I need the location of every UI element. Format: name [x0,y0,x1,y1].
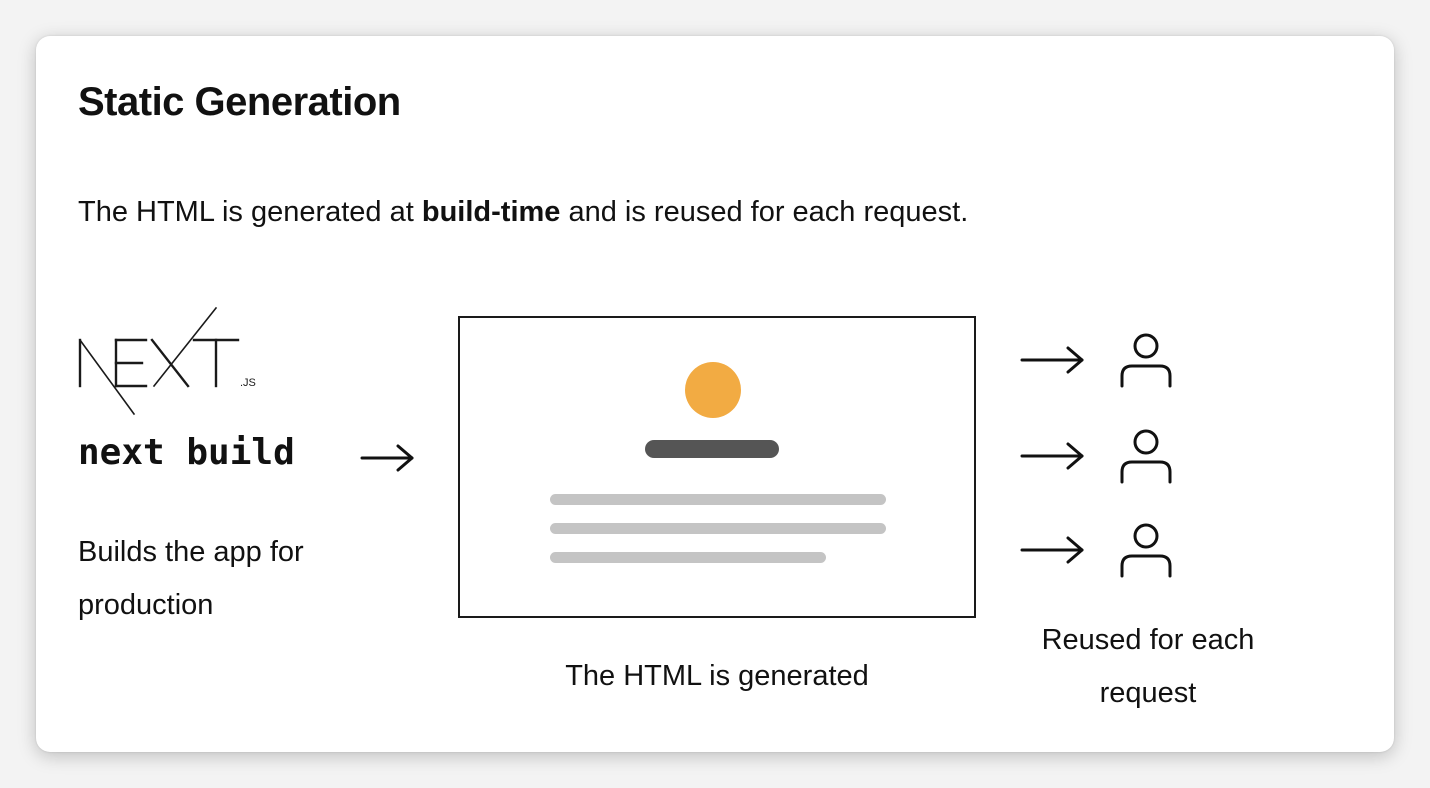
nextjs-logo-wordmark [78,306,240,416]
build-description: Builds the app for production [78,536,304,621]
intro-text-bold: build-time [421,196,561,228]
page-text-line [550,552,826,563]
intro-text: The HTML is generated at build-time and … [78,196,968,229]
page-avatar-circle [685,362,741,418]
request-arrow-icon [1020,442,1084,470]
user-icon [1120,523,1172,578]
build-arrow-icon [360,444,414,472]
user-icon [1120,429,1172,484]
request-row [1018,428,1188,488]
build-command: next build [78,432,295,473]
page-title-bar [645,440,779,458]
request-arrow-icon [1020,346,1084,374]
generated-caption: The HTML is generated [565,660,869,692]
request-row [1018,332,1188,392]
nextjs-logo-graphic: .JS [78,306,256,416]
page-title: Static Generation [78,80,401,124]
request-arrow-icon [1020,536,1084,564]
page-text-line [550,494,886,505]
intro-text-end: and is reused for each request. [560,196,969,228]
reused-caption: Reused for each request [1041,624,1255,709]
html-page-illustration [458,316,976,618]
page-text-line [550,523,886,534]
nextjs-logo: .JS [76,304,272,416]
request-row [1018,522,1188,582]
nextjs-logo-suffix: .JS [240,377,256,389]
user-icon [1120,333,1172,388]
static-generation-card: Static Generation The HTML is generated … [36,36,1394,752]
intro-text-start: The HTML is generated at [78,196,422,228]
